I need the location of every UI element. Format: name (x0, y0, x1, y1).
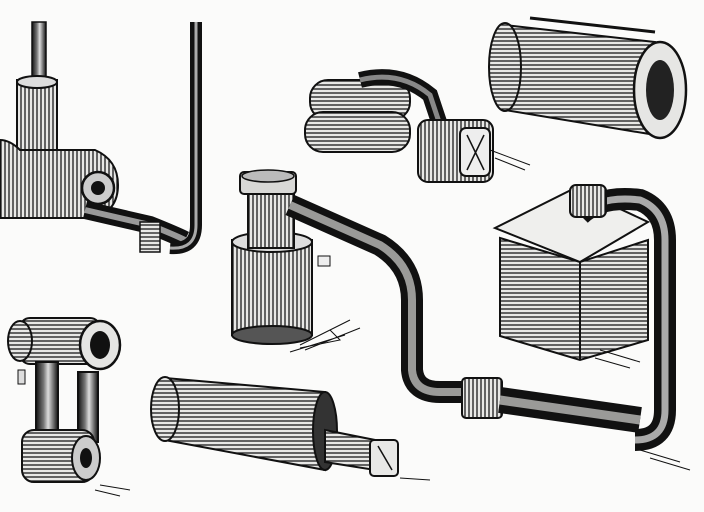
box-with-pipe (492, 184, 676, 451)
standpipe-tank (231, 169, 342, 349)
long-bent-pipe (285, 194, 642, 433)
horizontal-cylinder-with-nozzle (150, 376, 399, 477)
vertical-pipe-with-boiler (0, 21, 202, 255)
ground-shadow-strokes (94, 149, 691, 497)
twin-cylinder-coupling (304, 69, 494, 183)
u-shaped-pipe-assembly (7, 317, 122, 483)
large-horizontal-drum (488, 16, 688, 140)
